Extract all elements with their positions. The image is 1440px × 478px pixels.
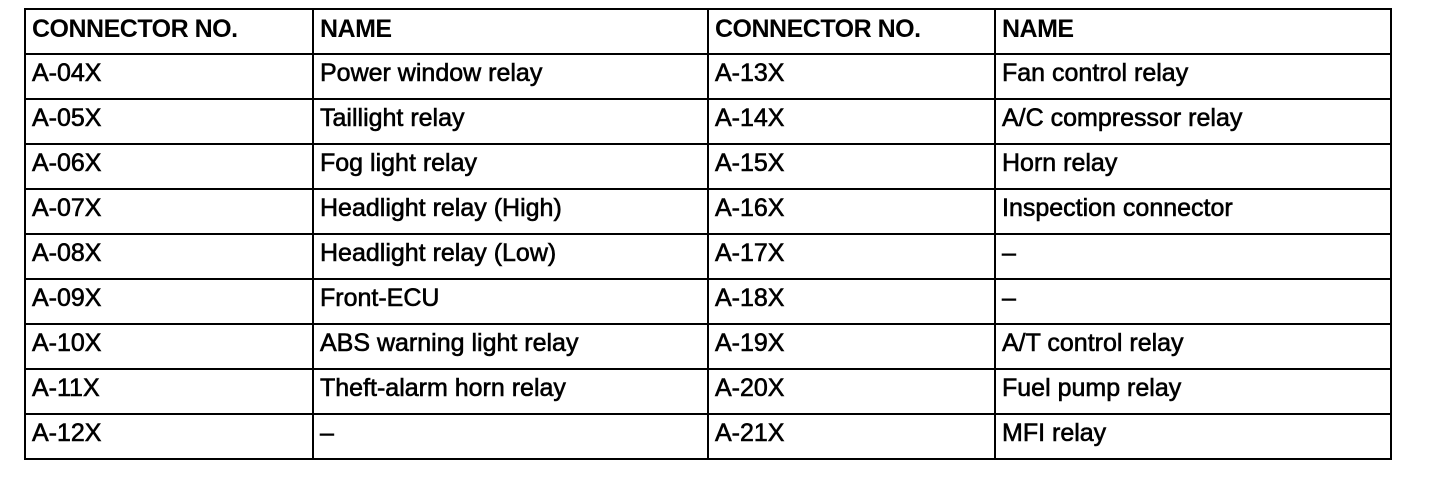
name-cell: Fuel pump relay [994, 368, 1392, 415]
name-cell: Fan control relay [994, 53, 1392, 100]
connector-no-cell: A-06X [24, 143, 314, 190]
connector-no-cell: A-17X [707, 233, 996, 280]
name-cell: Headlight relay (High) [312, 188, 709, 235]
connector-no-cell: A-12X [24, 413, 314, 460]
name-cell: ABS warning light relay [312, 323, 709, 370]
name-cell: Horn relay [994, 143, 1392, 190]
connector-no-cell: A-18X [707, 278, 996, 325]
table-row: A-09X Front-ECU A-18X – [24, 278, 1392, 325]
table-row: A-10X ABS warning light relay A-19X A/T … [24, 323, 1392, 370]
table-header-row: CONNECTOR NO. NAME CONNECTOR NO. NAME [24, 8, 1392, 55]
header-name-right: NAME [994, 8, 1392, 55]
name-cell: Fog light relay [312, 143, 709, 190]
header-connector-no-right: CONNECTOR NO. [707, 8, 996, 55]
connector-no-cell: A-21X [707, 413, 996, 460]
table-row: A-04X Power window relay A-13X Fan contr… [24, 53, 1392, 100]
connector-no-cell: A-15X [707, 143, 996, 190]
table-row: A-08X Headlight relay (Low) A-17X – [24, 233, 1392, 280]
connector-no-cell: A-04X [24, 53, 314, 100]
name-cell: – [312, 413, 709, 460]
name-cell: A/T control relay [994, 323, 1392, 370]
name-cell: A/C compressor relay [994, 98, 1392, 145]
connector-no-cell: A-19X [707, 323, 996, 370]
header-name-left: NAME [312, 8, 709, 55]
connector-no-cell: A-05X [24, 98, 314, 145]
name-cell: Theft-alarm horn relay [312, 368, 709, 415]
name-cell: Inspection connector [994, 188, 1392, 235]
name-cell: Front-ECU [312, 278, 709, 325]
table-row: A-06X Fog light relay A-15X Horn relay [24, 143, 1392, 190]
table-row: A-11X Theft-alarm horn relay A-20X Fuel … [24, 368, 1392, 415]
connector-no-cell: A-16X [707, 188, 996, 235]
connector-no-cell: A-07X [24, 188, 314, 235]
name-cell: Power window relay [312, 53, 709, 100]
name-cell: – [994, 278, 1392, 325]
name-cell: – [994, 233, 1392, 280]
connector-no-cell: A-10X [24, 323, 314, 370]
name-cell: Headlight relay (Low) [312, 233, 709, 280]
name-cell: MFI relay [994, 413, 1392, 460]
name-cell: Taillight relay [312, 98, 709, 145]
connector-no-cell: A-20X [707, 368, 996, 415]
connector-table: CONNECTOR NO. NAME CONNECTOR NO. NAME A-… [24, 8, 1392, 460]
table-row: A-07X Headlight relay (High) A-16X Inspe… [24, 188, 1392, 235]
table-row: A-12X – A-21X MFI relay [24, 413, 1392, 460]
header-connector-no-left: CONNECTOR NO. [24, 8, 314, 55]
connector-no-cell: A-09X [24, 278, 314, 325]
connector-table-container: CONNECTOR NO. NAME CONNECTOR NO. NAME A-… [24, 8, 1392, 460]
connector-no-cell: A-11X [24, 368, 314, 415]
connector-no-cell: A-08X [24, 233, 314, 280]
connector-no-cell: A-13X [707, 53, 996, 100]
connector-no-cell: A-14X [707, 98, 996, 145]
table-row: A-05X Taillight relay A-14X A/C compress… [24, 98, 1392, 145]
